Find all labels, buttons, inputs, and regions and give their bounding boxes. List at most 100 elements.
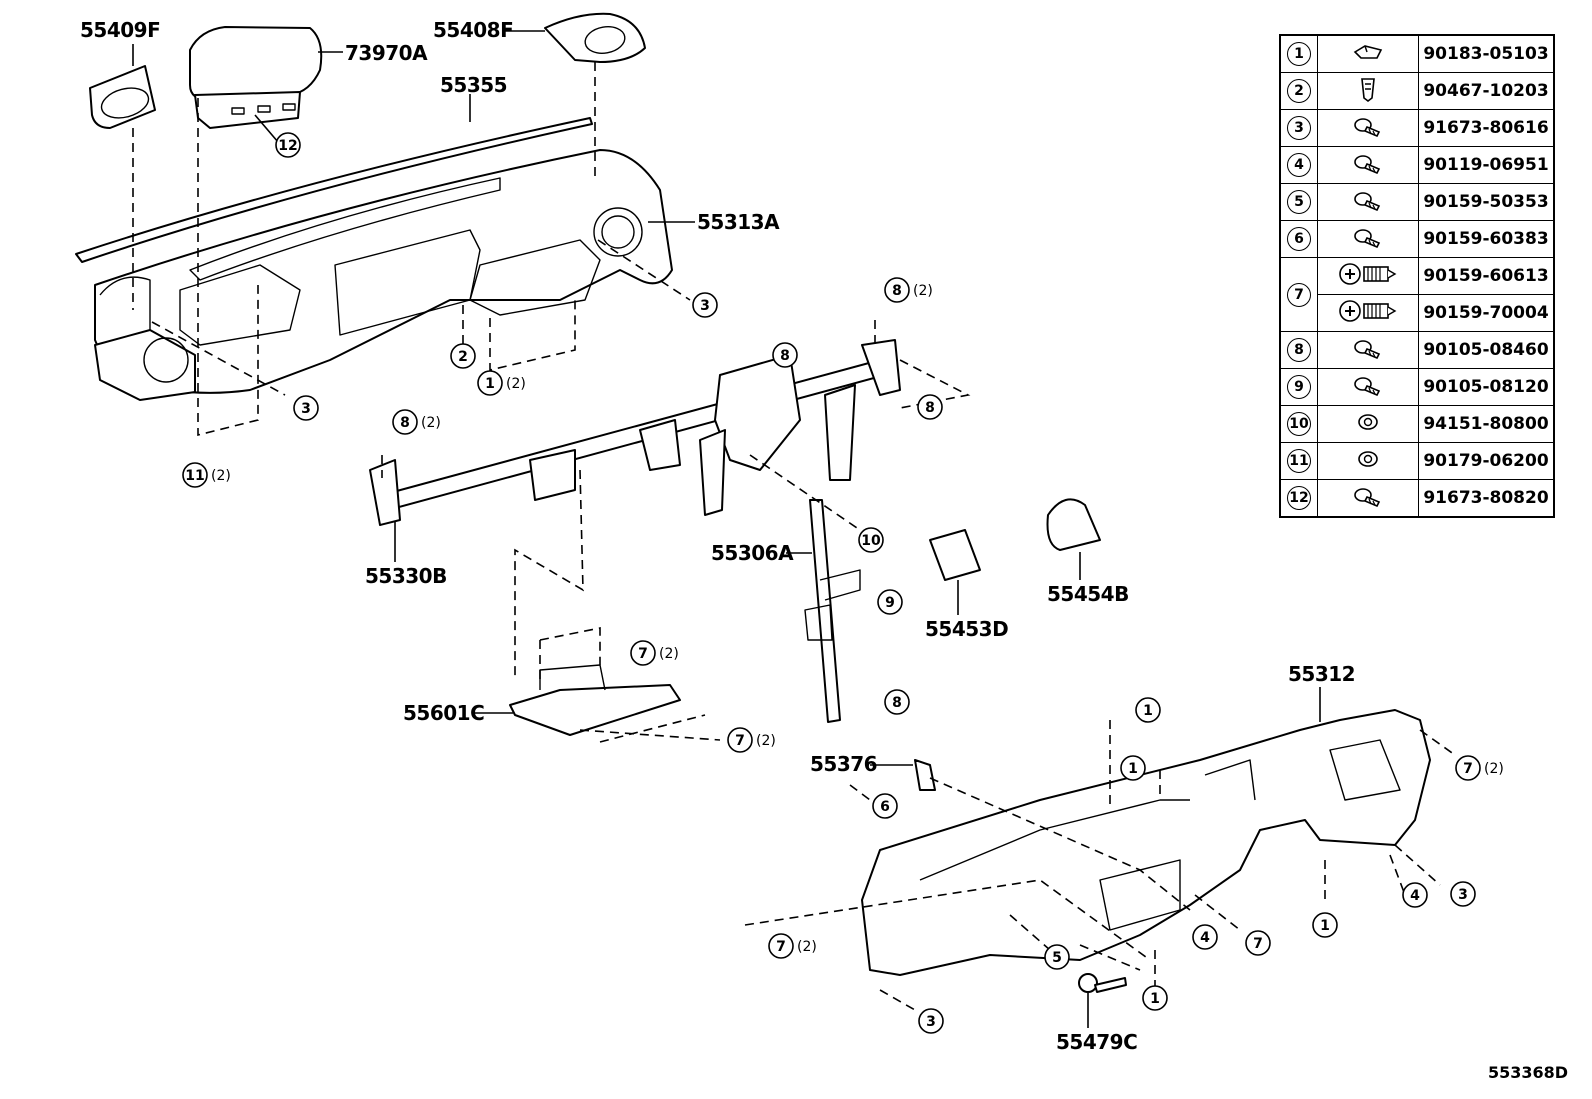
callout-8-qty: 8(2) <box>392 409 441 435</box>
fastener-number: 4 <box>1279 146 1318 184</box>
callout-8: 8 <box>884 689 910 715</box>
callout-8-qty: 8(2) <box>884 277 933 303</box>
fastener-row: 9 90105-08120 <box>1279 368 1555 406</box>
svg-text:5: 5 <box>1052 950 1062 966</box>
fastener-part-number: 90159-50353 <box>1418 183 1555 221</box>
brace-lower-bracket <box>804 604 833 641</box>
vertical-brace <box>809 499 841 723</box>
fastener-part-number: 90159-60613 <box>1418 257 1555 295</box>
instrument-panel-assembly <box>75 117 673 401</box>
fastener-number: 11 <box>1279 442 1318 480</box>
reinforcement-beam <box>369 339 901 526</box>
callout-8: 8 <box>917 394 943 420</box>
label-55409f: 55409F <box>80 18 160 42</box>
svg-text:7: 7 <box>776 939 786 955</box>
callout-1-qty: 1(2) <box>477 370 526 396</box>
callout-6: 6 <box>872 793 898 819</box>
callout-3: 3 <box>692 292 718 318</box>
fastener-number: 10 <box>1279 405 1318 443</box>
fastener-number: 7 <box>1279 257 1318 332</box>
fastener-part-number: 90105-08460 <box>1418 331 1555 369</box>
flange-bolt-icon <box>1317 183 1419 221</box>
label-73970a: 73970A <box>345 41 428 65</box>
fastener-part-number: 91673-80820 <box>1418 479 1555 518</box>
svg-text:8: 8 <box>780 348 790 364</box>
passenger-airbag <box>189 26 323 129</box>
cover-55453d <box>929 529 981 581</box>
cluster-opening <box>334 229 481 336</box>
fastener-row: 11 90179-06200 <box>1279 442 1555 480</box>
label-55330b: 55330B <box>365 564 447 588</box>
label-55306a: 55306A <box>711 541 794 565</box>
callout-7: 7 <box>1245 930 1271 956</box>
label-55355: 55355 <box>440 73 507 97</box>
callout-7-qty: 7(2) <box>630 640 679 666</box>
callout-5: 5 <box>1044 944 1070 970</box>
label-55408f: 55408F <box>433 18 513 42</box>
fastener-number: 5 <box>1279 183 1318 221</box>
flange-bolt-icon <box>1317 479 1419 518</box>
callout-2: 2 <box>450 343 476 369</box>
fastener-number: 9 <box>1279 368 1318 406</box>
label-55313a: 55313A <box>697 210 780 234</box>
flange-bolt-icon <box>1317 146 1419 184</box>
retainer-clip-icon <box>1317 72 1419 110</box>
fastener-number: 1 <box>1279 34 1318 73</box>
fastener-part-number: 90159-70004 <box>1418 294 1555 332</box>
small-bracket-55376 <box>914 759 936 791</box>
callout-10: 10 <box>858 527 884 553</box>
flange-bolt-icon <box>1317 368 1419 406</box>
callout-1: 1 <box>1312 912 1338 938</box>
svg-text:11: 11 <box>185 468 204 484</box>
label-55453d: 55453D <box>925 617 1008 641</box>
callout-1: 1 <box>1135 697 1161 723</box>
svg-text:8: 8 <box>925 400 935 416</box>
right-speaker-grille <box>544 12 646 63</box>
fastener-part-number: 90105-08120 <box>1418 368 1555 406</box>
callout-7-qty: 7(2) <box>727 727 776 753</box>
left-vent-ring <box>143 337 189 383</box>
diagram-code: 553368D <box>1488 1063 1569 1082</box>
fastener-part-number: 90159-60383 <box>1418 220 1555 258</box>
fastener-number: 3 <box>1279 109 1318 147</box>
svg-text:7: 7 <box>638 646 648 662</box>
callout-8: 8 <box>772 342 798 368</box>
svg-text:3: 3 <box>301 401 311 417</box>
svg-text:4: 4 <box>1410 888 1420 904</box>
right-vent-ring <box>593 207 643 257</box>
callout-3: 3 <box>293 395 319 421</box>
fastener-part-number: 90179-06200 <box>1418 442 1555 480</box>
screw-icon <box>1317 257 1419 295</box>
fastener-row: 90159-70004 <box>1280 294 1555 332</box>
callout-1: 1 <box>1120 755 1146 781</box>
svg-text:(2): (2) <box>756 733 776 749</box>
lower-tray <box>509 664 681 736</box>
svg-text:9: 9 <box>885 595 895 611</box>
svg-text:1: 1 <box>1150 991 1160 1007</box>
beam-mount-bracket-2 <box>639 419 681 471</box>
svg-text:(2): (2) <box>506 376 526 392</box>
panel-top-strip <box>75 117 593 263</box>
svg-text:8: 8 <box>400 415 410 431</box>
label-55312: 55312 <box>1288 662 1355 686</box>
callout-9: 9 <box>877 589 903 615</box>
flange-bolt-icon <box>1317 109 1419 147</box>
svg-text:(2): (2) <box>913 283 933 299</box>
svg-text:7: 7 <box>1463 761 1473 777</box>
fastener-number: 2 <box>1279 72 1318 110</box>
flange-nut-icon <box>1317 442 1419 480</box>
fastener-number: 6 <box>1279 220 1318 258</box>
brace-bracket <box>819 569 861 601</box>
svg-text:10: 10 <box>861 533 881 549</box>
callout-11-qty: 11(2) <box>182 462 231 488</box>
callout-7-qty: 7(2) <box>768 933 817 959</box>
screw-icon <box>1317 294 1419 332</box>
svg-text:1: 1 <box>1128 761 1138 777</box>
flange-bolt-icon <box>1317 220 1419 258</box>
callout-4: 4 <box>1402 882 1428 908</box>
label-leaders <box>132 30 1321 1028</box>
